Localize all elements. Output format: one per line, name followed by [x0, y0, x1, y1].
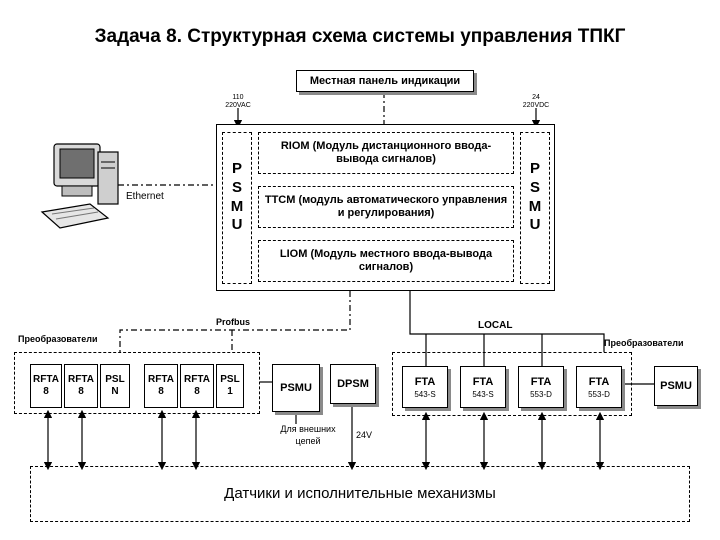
- local-bus-label: LOCAL: [478, 320, 513, 331]
- computer-icon: [40, 143, 119, 229]
- sensors-actuators-frame: [30, 466, 690, 522]
- psmu-right-block: PSMU: [654, 366, 698, 406]
- liom-module-frame: [258, 240, 514, 282]
- sensors-actuators: Датчики и исполнительные механизмы: [34, 470, 686, 518]
- ethernet-label: Ethernet: [126, 191, 164, 202]
- voltage-24v-label: 24V: [356, 430, 373, 440]
- ttcm-module-frame: [258, 186, 514, 228]
- converters-left-group: [14, 352, 260, 414]
- diagram-title: Задача 8. Структурная схема системы упра…: [94, 26, 626, 47]
- psmu-left-module: [222, 132, 252, 284]
- converters-right-label: Преобразователи: [604, 338, 684, 348]
- ttcm-module: TTCM (модуль автоматического управления …: [264, 191, 508, 223]
- psmu-right-module: [520, 132, 550, 284]
- profibus-label: Profbus: [216, 317, 251, 327]
- psmu-block: PSMU: [272, 364, 320, 412]
- converters-left-label: Преобразователи: [18, 334, 98, 344]
- riom-module: RIOM (Модуль дистанционного ввода-вывода…: [264, 137, 508, 169]
- converters-right-group: [392, 352, 632, 416]
- riom-module-frame: [258, 132, 514, 174]
- dpsm-block: DPSM: [330, 364, 376, 404]
- local-indication-panel: Местная панель индикации: [296, 70, 474, 92]
- liom-module: LIOM (Модуль местного ввода-вывода сигна…: [264, 245, 508, 277]
